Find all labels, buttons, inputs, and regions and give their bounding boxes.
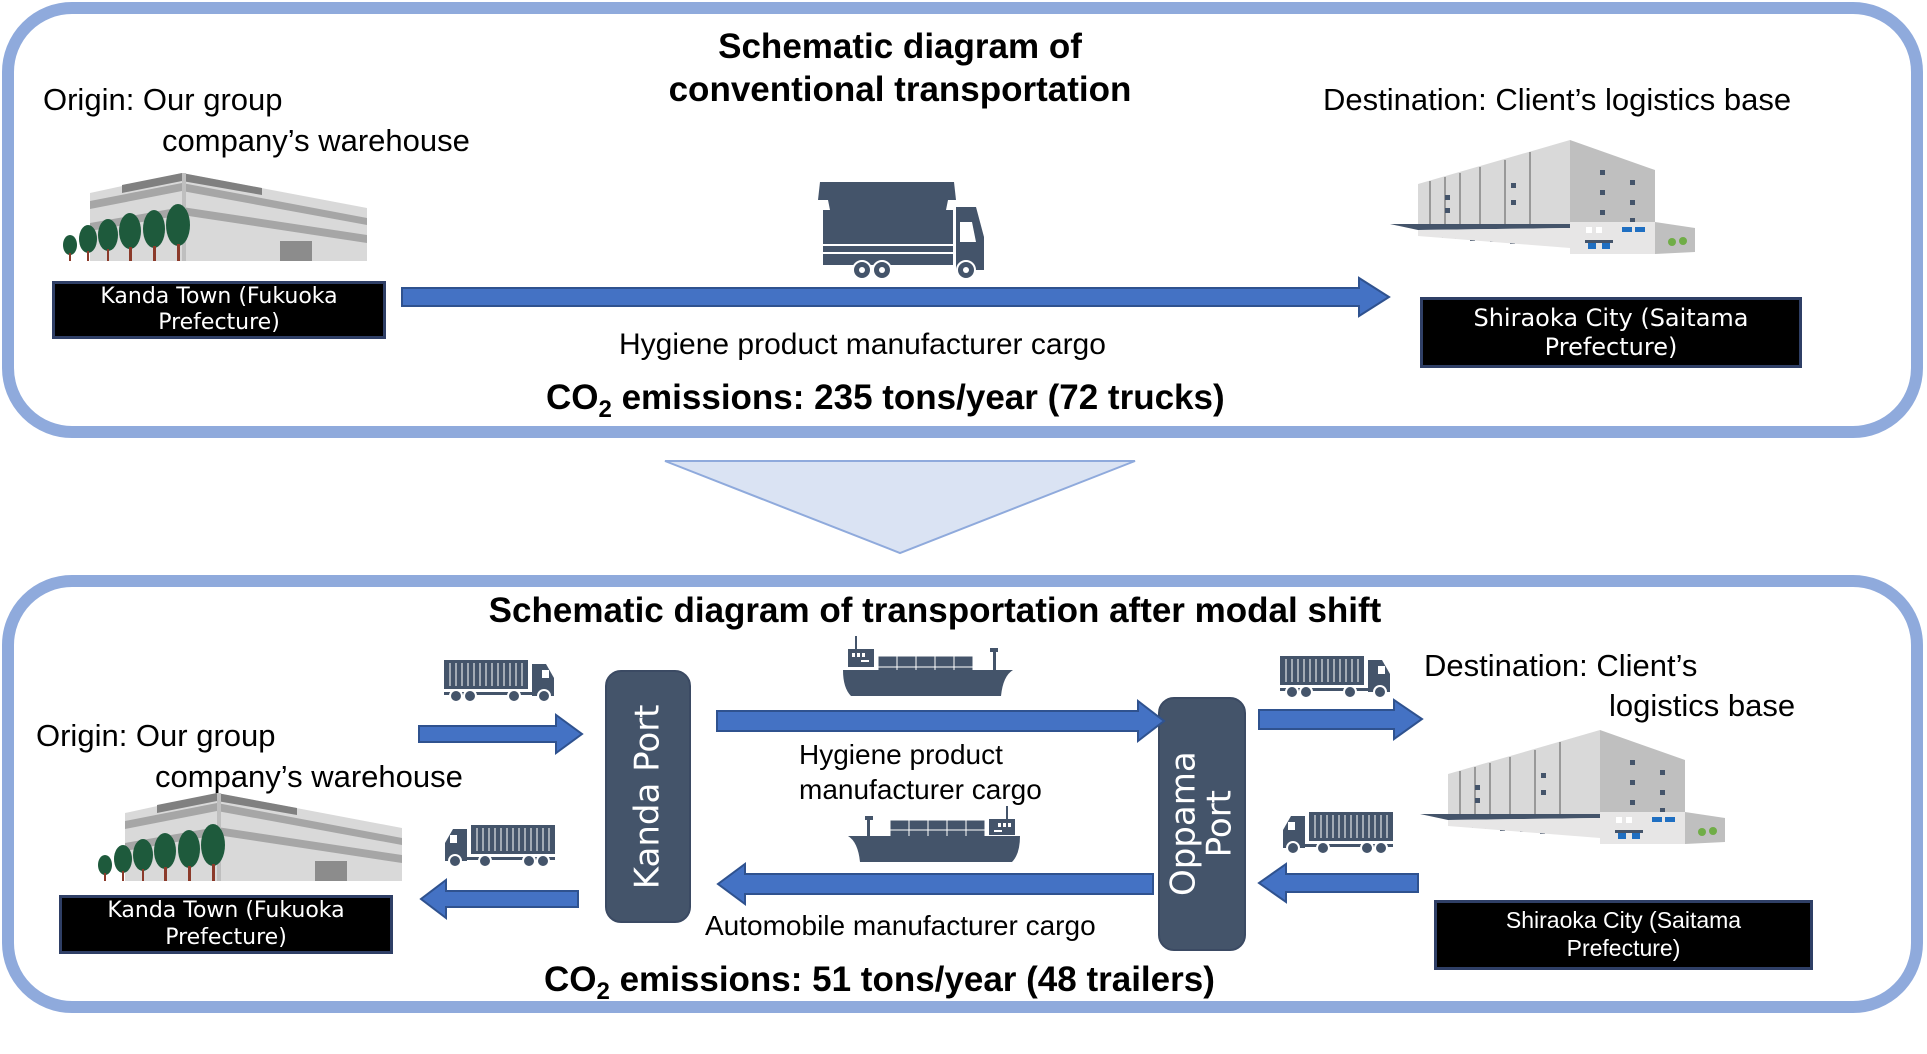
modal-shift-origin-location-line2: Prefecture) (165, 924, 287, 950)
oppama-to-destination-arrow (1258, 698, 1424, 741)
modal-shift-destination-line1: Destination: Client’s (1424, 648, 1698, 683)
co2-value: emissions: 51 tons/year (48 trailers) (609, 960, 1215, 999)
kanda-to-origin-arrow (419, 877, 579, 921)
origin-warehouse-icon (63, 173, 367, 261)
co2-value: emissions: 235 tons/year (72 trucks) (611, 378, 1225, 417)
co2-prefix: CO (544, 960, 597, 999)
modal-shift-origin-location-line1: Kanda Town (Fukuoka (107, 898, 345, 924)
oppama-port-label-line2: Port (1199, 790, 1239, 858)
conventional-destination: Destination: Client’s logistics base (1323, 82, 1792, 117)
trailer-truck-icon (445, 825, 555, 868)
trailer-truck-icon (1283, 812, 1393, 855)
outbound-cargo-line2: manufacturer cargo (799, 774, 1042, 805)
conventional-origin-line1: Origin: Our group (43, 82, 283, 117)
conventional-cargo-label: Hygiene product manufacturer cargo (619, 328, 1106, 361)
transition-down-triangle-icon (664, 460, 1136, 555)
conventional-origin-location: Kanda Town (Fukuoka Prefecture) (52, 281, 386, 339)
trailer-truck-icon (444, 660, 554, 703)
return-cargo-label: Automobile manufacturer cargo (705, 910, 1096, 941)
co2-sub: 2 (596, 978, 610, 1005)
conventional-origin-line2: company’s warehouse (162, 123, 470, 158)
co2-sub: 2 (598, 396, 612, 423)
kanda-port-label: Kanda Port (627, 704, 668, 889)
kanda-to-oppama-arrow (716, 698, 1166, 744)
modal-shift-origin-location: Kanda Town (Fukuoka Prefecture) (59, 895, 393, 954)
kanda-port: Kanda Port (605, 670, 691, 923)
modal-shift-destination-location-line2: Prefecture) (1566, 935, 1681, 961)
conventional-origin-location-line1: Kanda Town (Fukuoka (100, 283, 338, 309)
oppama-port: Oppama Port (1158, 697, 1246, 951)
conventional-title-line2: conventional transportation (668, 69, 1132, 109)
outbound-cargo-line1: Hygiene product (799, 739, 1003, 770)
modal-shift-destination-location: Shiraoka City (Saitama Prefecture) (1434, 900, 1813, 970)
container-ship-icon (843, 636, 1013, 696)
conventional-route-arrow (401, 276, 1391, 318)
destination-warehouse-icon (1420, 730, 1725, 844)
conventional-origin-location-line2: Prefecture) (158, 310, 280, 335)
modal-shift-origin-line2: company’s warehouse (155, 759, 463, 794)
truck-icon (818, 182, 984, 280)
conventional-destination-location: Shiraoka City (Saitama Prefecture) (1420, 297, 1802, 368)
conventional-destination-location-line2: Prefecture) (1544, 332, 1678, 361)
co2-prefix: CO (546, 378, 599, 417)
container-ship-icon (848, 806, 1020, 862)
conventional-destination-location-line1: Shiraoka City (Saitama (1473, 303, 1749, 332)
modal-shift-title: Schematic diagram of transportation afte… (488, 591, 1382, 630)
oppama-port-label: Oppama Port (1163, 751, 1239, 897)
modal-shift-destination-location-line1: Shiraoka City (Saitama (1505, 907, 1742, 934)
modal-shift-co2-emissions: CO2 emissions: 51 tons/year (48 trailers… (544, 960, 1215, 1006)
conventional-co2-emissions: CO2 emissions: 235 tons/year (72 trucks) (546, 378, 1225, 424)
origin-to-kanda-arrow (418, 713, 584, 755)
trailer-truck-icon (1280, 656, 1390, 699)
destination-to-oppama-arrow (1257, 862, 1419, 904)
outbound-cargo-label: Hygiene product manufacturer cargo (799, 737, 1042, 807)
origin-warehouse-icon (98, 793, 402, 881)
oppama-port-label-line1: Oppama (1163, 751, 1204, 897)
conventional-title-line1: Schematic diagram of (718, 27, 1082, 66)
oppama-to-kanda-arrow (716, 862, 1154, 906)
modal-shift-destination-line2: logistics base (1609, 688, 1796, 723)
conventional-title: Schematic diagram of conventional transp… (600, 26, 1200, 111)
destination-warehouse-icon (1390, 140, 1695, 254)
modal-shift-origin-line1: Origin: Our group (36, 718, 276, 753)
